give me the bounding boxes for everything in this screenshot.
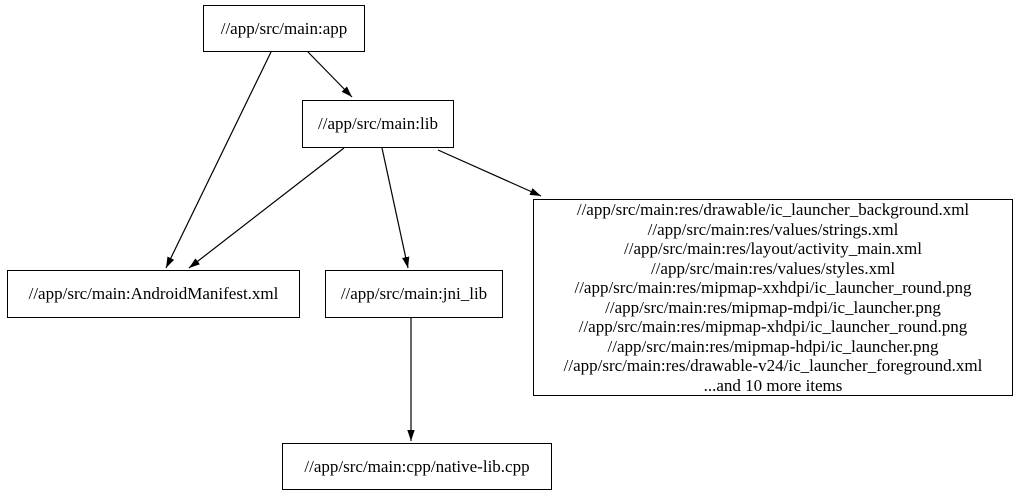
edge-lib-to-jni-lib — [381, 147, 410, 269]
res-group-more-items: ...and 10 more items — [703, 375, 843, 395]
node-native-lib-cpp: //app/src/main:cpp/native-lib.cpp — [282, 443, 552, 490]
res-group-line: //app/src/main:res/mipmap-xxhdpi/ic_laun… — [574, 278, 972, 297]
edge-app-to-lib — [307, 51, 353, 98]
res-group-line: //app/src/main:res/drawable/ic_launcher_… — [576, 200, 970, 219]
node-lib: //app/src/main:lib — [302, 100, 454, 148]
node-android-manifest: //app/src/main:AndroidManifest.xml — [7, 270, 300, 318]
node-jni-lib: //app/src/main:jni_lib — [325, 270, 503, 318]
node-res-group: //app/src/main:res/drawable/ic_launcher_… — [533, 199, 1013, 396]
node-android-manifest-label: //app/src/main:AndroidManifest.xml — [28, 284, 279, 303]
edge-lib-to-android-manifest — [188, 147, 345, 269]
edge-app-to-android-manifest — [165, 51, 272, 269]
res-group-line: //app/src/main:res/mipmap-xhdpi/ic_launc… — [578, 317, 968, 336]
node-native-lib-cpp-label: //app/src/main:cpp/native-lib.cpp — [304, 456, 530, 476]
edge-lib-to-res-group — [437, 149, 542, 197]
res-group-line: //app/src/main:res/mipmap-hdpi/ic_launch… — [607, 336, 939, 356]
node-lib-label: //app/src/main:lib — [318, 114, 438, 133]
res-group-line: //app/src/main:res/drawable-v24/ic_launc… — [563, 356, 983, 375]
res-group-line: //app/src/main:res/values/styles.xml — [650, 258, 896, 278]
node-app-label: //app/src/main:app — [220, 18, 348, 38]
node-app: //app/src/main:app — [203, 5, 365, 52]
res-group-line: //app/src/main:res/mipmap-mdpi/ic_launch… — [605, 297, 941, 317]
res-group-line: //app/src/main:res/layout/activity_main.… — [624, 239, 922, 258]
node-jni-lib-label: //app/src/main:jni_lib — [340, 284, 488, 303]
res-group-line: //app/src/main:res/values/strings.xml — [647, 219, 899, 239]
